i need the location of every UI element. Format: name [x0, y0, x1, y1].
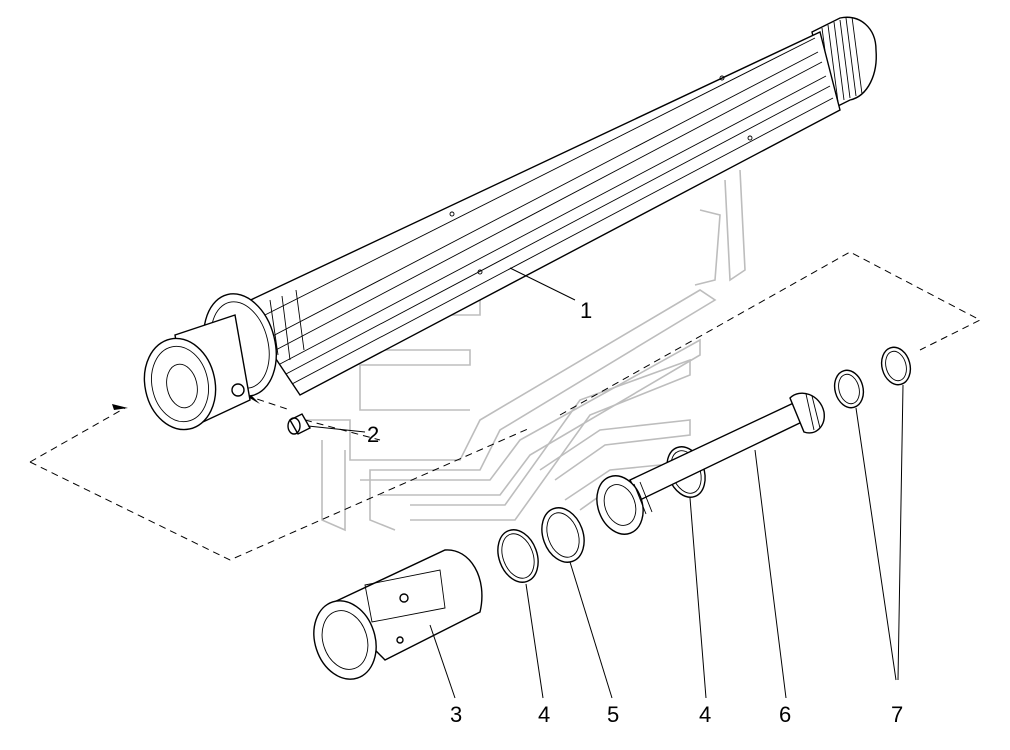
part-4-retaining-ring: [497, 529, 539, 583]
leader-line-4a: [525, 583, 544, 699]
callout-2: 2: [367, 422, 379, 447]
leader-line-5: [569, 561, 613, 699]
part-2-pin: [287, 413, 311, 435]
callout-1: 1: [580, 298, 592, 323]
callout-3: 3: [450, 702, 462, 727]
leader-line-1: [509, 267, 576, 301]
arrow-head-icon: [112, 404, 128, 410]
callout-5: 5: [607, 702, 619, 727]
callout-7: 7: [891, 702, 903, 727]
callout-6: 6: [779, 702, 791, 727]
part-6-rod: [596, 392, 825, 535]
callout-4: 4: [538, 702, 550, 727]
part-5-ring: [541, 507, 585, 563]
callout-4: 4: [699, 702, 711, 727]
leader-line-3: [429, 624, 456, 699]
part-3-sleeve: [313, 549, 483, 680]
leader-line-6: [754, 449, 787, 699]
leader-line-7: [855, 384, 904, 681]
leader-line-4b: [689, 497, 707, 699]
part-1-splined-shaft: [143, 16, 877, 431]
part-7-rings: [833, 346, 912, 409]
leader-line-2: [307, 425, 366, 433]
